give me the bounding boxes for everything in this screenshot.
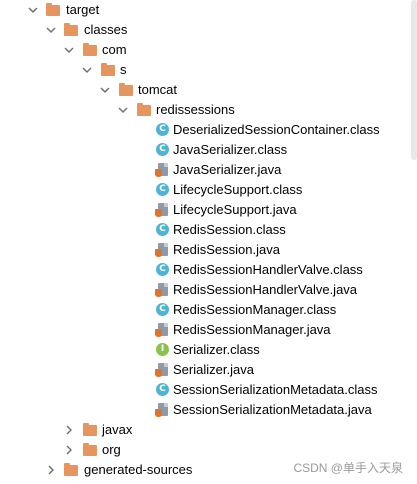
watermark: CSDN @单手入天泉 [293,461,403,475]
tree-node-s[interactable]: s [0,60,417,80]
tree-node-javax[interactable]: javax [0,420,417,440]
java-file-icon [155,203,169,217]
file-name: JavaSerializer.java [173,162,282,177]
chevron-right-icon[interactable] [64,425,74,435]
tree-node-generated-sources[interactable]: generated-sources [0,460,417,480]
java-file-icon [155,363,169,377]
tree-node-label: classes [84,22,128,37]
tree-node-label: tomcat [138,82,178,97]
chevron-right-icon[interactable] [64,445,74,455]
class-file-icon: C [156,303,169,316]
tree-node-label: target [66,2,100,17]
file-name: LifecycleSupport.class [173,182,303,197]
tree-node-label: com [102,42,127,57]
file-name: RedisSession.class [173,222,286,237]
chevron-right-icon[interactable] [46,465,56,475]
java-file-icon [155,323,169,337]
tree-file-item[interactable]: C RedisSession.class [0,220,417,240]
chevron-down-icon[interactable] [46,25,56,35]
file-name: SessionSerializationMetadata.class [173,382,378,397]
java-file-icon [155,403,169,417]
tree-node-label: javax [102,422,133,437]
tree-node-target[interactable]: target [0,0,417,20]
tree-file-item[interactable]: RedisSessionHandlerValve.java [0,280,417,300]
file-name: RedisSessionHandlerValve.class [173,262,363,277]
vertical-scrollbar[interactable] [411,0,417,160]
folder-icon [64,23,78,37]
tree-file-item[interactable]: RedisSessionManager.java [0,320,417,340]
file-name: LifecycleSupport.java [173,202,297,217]
file-name: SessionSerializationMetadata.java [173,402,372,417]
class-file-icon: C [156,183,169,196]
folder-icon [137,103,151,117]
chevron-down-icon[interactable] [118,105,128,115]
class-file-icon: C [156,223,169,236]
tree-file-item[interactable]: LifecycleSupport.java [0,200,417,220]
folder-icon [83,43,97,57]
tree-file-item[interactable]: C LifecycleSupport.class [0,180,417,200]
interface-file-icon: I [156,343,169,356]
java-file-icon [155,243,169,257]
chevron-down-icon[interactable] [82,65,92,75]
tree-node-label: redissessions [156,102,235,117]
folder-icon [46,3,60,17]
tree-node-classes[interactable]: classes [0,20,417,40]
tree-file-item[interactable]: SessionSerializationMetadata.java [0,400,417,420]
folder-icon [64,463,78,477]
tree-file-item[interactable]: C JavaSerializer.class [0,140,417,160]
folder-icon [101,63,115,77]
tree-file-item[interactable]: C DeserializedSessionContainer.class [0,120,417,140]
folder-icon [83,423,97,437]
tree-node-com[interactable]: com [0,40,417,60]
file-name: RedisSessionManager.java [173,322,331,337]
file-name: RedisSession.java [173,242,280,257]
file-name: JavaSerializer.class [173,142,288,157]
file-name: Serializer.java [173,362,254,377]
file-name: RedisSessionManager.class [173,302,337,317]
class-file-icon: C [156,263,169,276]
tree-file-item[interactable]: C RedisSessionHandlerValve.class [0,260,417,280]
tree-node-label: s [120,62,127,77]
tree-node-label: org [102,442,121,457]
chevron-down-icon[interactable] [64,45,74,55]
java-file-icon [155,283,169,297]
file-name: Serializer.class [173,342,260,357]
folder-icon [119,83,133,97]
class-file-icon: C [156,383,169,396]
tree-node-label: generated-sources [84,462,193,477]
chevron-down-icon[interactable] [100,85,110,95]
tree-node-org[interactable]: org [0,440,417,460]
file-name: RedisSessionHandlerValve.java [173,282,358,297]
tree-file-item[interactable]: I Serializer.class [0,340,417,360]
class-file-icon: C [156,123,169,136]
tree-file-item[interactable]: Serializer.java [0,360,417,380]
class-file-icon: C [156,143,169,156]
file-name: DeserializedSessionContainer.class [173,122,380,137]
tree-node-tomcat[interactable]: tomcat [0,80,417,100]
java-file-icon [155,163,169,177]
tree-file-item[interactable]: C SessionSerializationMetadata.class [0,380,417,400]
tree-node-redissessions[interactable]: redissessions [0,100,417,120]
tree-file-item[interactable]: JavaSerializer.java [0,160,417,180]
tree-file-item[interactable]: RedisSession.java [0,240,417,260]
folder-icon [83,443,97,457]
chevron-down-icon[interactable] [28,5,38,15]
tree-file-item[interactable]: C RedisSessionManager.class [0,300,417,320]
